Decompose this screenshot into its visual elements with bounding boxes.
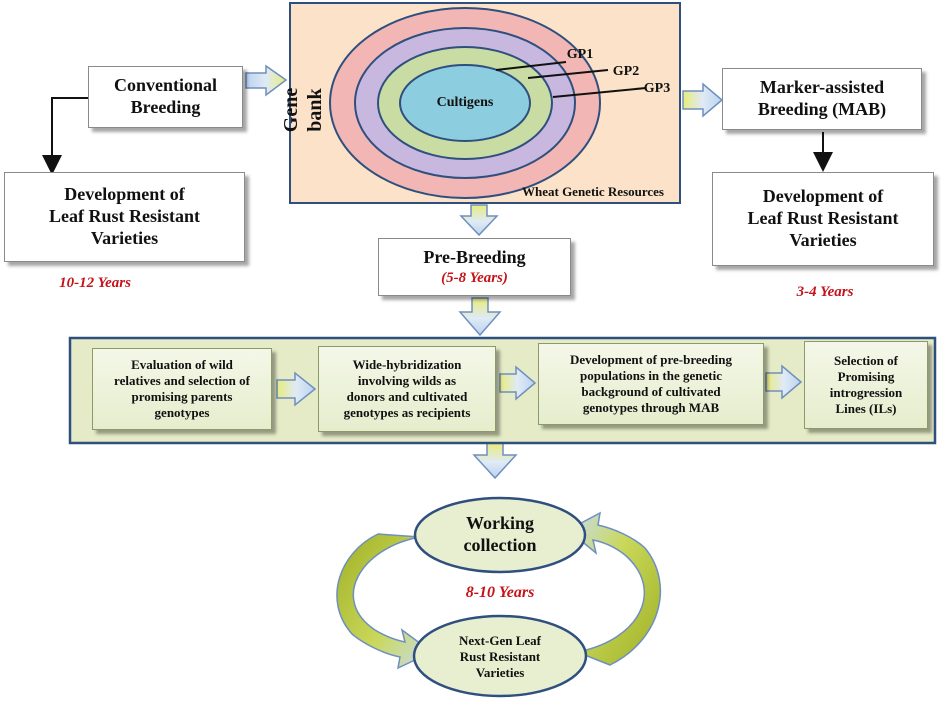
conventional-result-line2: Leaf Rust Resistant [49, 206, 200, 227]
step1-line4: genotypes [154, 404, 210, 420]
mab-box: Marker-assisted Breeding (MAB) [722, 68, 922, 130]
arrow-to-steps [458, 297, 502, 337]
mab-title-line2: Breeding (MAB) [757, 99, 887, 119]
wheat-resources-label: Wheat Genetic Resources [521, 184, 664, 200]
cycle-years: 8-10 Years [465, 584, 535, 602]
nextgen-label: Next-Gen Leaf Rust Resistant Varieties [420, 628, 580, 686]
arrow-to-prebreeding [459, 204, 499, 237]
mab-title-line1: Marker-assisted [759, 77, 885, 98]
working-line1: Working [465, 513, 535, 534]
conventional-breeding-box: Conventional Breeding [88, 66, 243, 128]
step1-line1: Evaluation of wild [131, 357, 233, 373]
arrow-to-conventional [245, 64, 288, 97]
mab-result-box: Development of Leaf Rust Resistant Varie… [712, 172, 934, 266]
step-arrow-2 [499, 365, 537, 401]
conventional-title-line1: Conventional [113, 75, 218, 96]
conventional-result-line3: Varieties [90, 227, 159, 248]
pre-breeding-years: (5-8 Years) [441, 269, 508, 286]
step4-line4: Lines (ILs) [835, 400, 897, 416]
step-populations-box: Development of pre-breeding populations … [538, 343, 764, 425]
step3-line4: genotypes through MAB [582, 399, 720, 415]
step-arrow-3 [765, 364, 803, 400]
nextgen-line2: Rust Resistant [459, 649, 541, 665]
nextgen-line3: Varieties [475, 664, 525, 680]
conventional-result-line1: Development of [64, 184, 185, 205]
step-evaluation-box: Evaluation of wild relatives and selecti… [92, 348, 272, 430]
gp2-label: GP2 [612, 64, 640, 80]
conventional-years: 10-12 Years [59, 274, 131, 291]
cycle-arrow-left [336, 533, 434, 670]
conventional-connector [42, 97, 88, 175]
gp2-pointer [527, 69, 609, 79]
nextgen-ellipse [412, 614, 588, 698]
gp3-label: GP3 [643, 81, 671, 97]
step4-line3: introgression [829, 385, 903, 400]
step4-line2: Promising [837, 369, 895, 385]
working-collection-label: Working collection [420, 507, 580, 563]
step3-line1: Development of pre-breeding [570, 352, 732, 368]
working-collection-ellipse [413, 496, 587, 574]
step-hybridization-box: Wide-hybridization involving wilds as do… [318, 346, 496, 432]
step2-line1: Wide-hybridization [352, 357, 462, 373]
conventional-title-line2: Breeding [130, 97, 201, 117]
step3-line3: background of cultivated [581, 384, 721, 399]
step-selection-box: Selection of Promising introgression Lin… [804, 341, 928, 429]
step3-line2: populations in the genetic [580, 368, 722, 384]
step1-line3: promising parents [131, 389, 233, 404]
gene-bank-title: Gene bank [279, 87, 326, 133]
mab-result-line3: Varieties [789, 229, 857, 250]
mab-result-line1: Development of [762, 186, 884, 207]
step-arrow-1 [276, 371, 317, 407]
step2-line2: involving wilds as [357, 373, 457, 389]
gp1-label: GP1 [566, 47, 594, 63]
arrow-to-mab [682, 82, 724, 118]
cultigens-label: Cultigens [436, 95, 494, 111]
step2-line3: donors and cultivated [346, 389, 468, 404]
step1-line2: relatives and selection of [114, 373, 250, 389]
working-line2: collection [463, 535, 537, 555]
nextgen-line1: Next-Gen Leaf [459, 633, 541, 649]
mab-result-line2: Leaf Rust Resistant [747, 208, 899, 229]
pre-breeding-title: Pre-Breeding [423, 246, 526, 267]
conventional-result-box: Development of Leaf Rust Resistant Varie… [4, 172, 245, 262]
step2-line4: genotypes as recipients [343, 404, 471, 420]
cultigens-core [399, 64, 531, 142]
gp1-pointer [495, 61, 567, 71]
gp3-pointer [552, 87, 647, 98]
arrow-to-working-collection [472, 442, 518, 480]
pre-breeding-box: Pre-Breeding (5-8 Years) [378, 238, 571, 296]
mab-years: 3-4 Years [796, 283, 854, 300]
step4-line1: Selection of [834, 353, 898, 369]
